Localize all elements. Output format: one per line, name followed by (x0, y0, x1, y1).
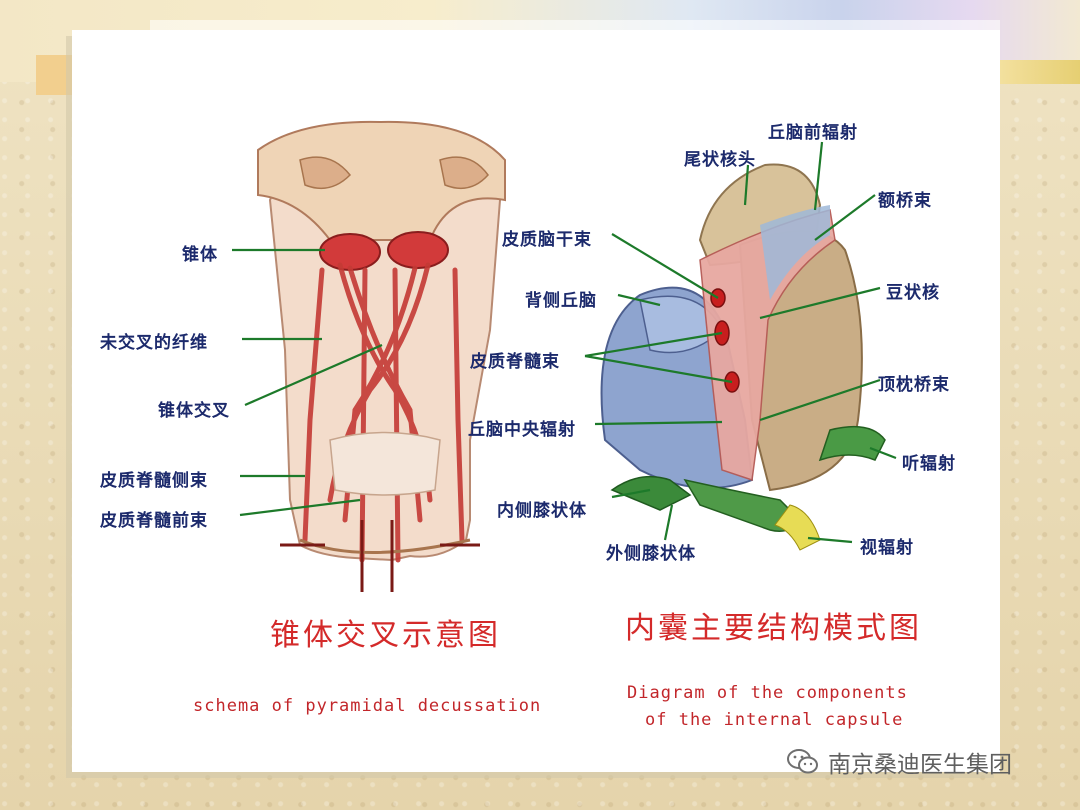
label-frontopontine-tract: 额桥束 (878, 186, 932, 211)
right-title-en-line1: Diagram of the components (627, 683, 908, 703)
label-auditory-radiation: 听辐射 (902, 449, 956, 474)
label-corticospinal-tract: 皮质脊髓束 (470, 347, 560, 372)
label-caudate-head: 尾状核头 (684, 145, 756, 170)
wechat-icon (786, 747, 820, 777)
label-lateral-corticospinal-tract: 皮质脊髓侧束 (100, 466, 208, 491)
label-uncrossed-fibers: 未交叉的纤维 (100, 328, 208, 353)
pyramidal-decussation-illustration (258, 122, 505, 592)
left-title-en: schema of pyramidal decussation (193, 696, 541, 716)
label-medial-geniculate-body: 内侧膝状体 (497, 496, 587, 521)
left-title-cn: 锥体交叉示意图 (270, 610, 501, 654)
label-optic-radiation: 视辐射 (860, 533, 914, 558)
label-parieto-occipito-pontine-tract: 顶枕桥束 (878, 370, 950, 395)
label-lentiform-nucleus: 豆状核 (886, 278, 940, 303)
label-central-thalamic-radiation: 丘脑中央辐射 (468, 415, 576, 440)
label-lateral-geniculate-body: 外侧膝状体 (606, 539, 696, 564)
label-anterior-thalamic-radiation: 丘脑前辐射 (768, 118, 858, 143)
label-pyramid: 锥体 (182, 240, 218, 265)
label-corticobulbar-tract: 皮质脑干束 (502, 225, 592, 250)
watermark-text: 南京桑迪医生集团 (828, 745, 1012, 779)
watermark: 南京桑迪医生集团 (786, 745, 1012, 779)
label-pyramidal-decussation: 锥体交叉 (158, 396, 230, 421)
right-title-en-line2: of the internal capsule (645, 710, 903, 730)
label-anterior-corticospinal-tract: 皮质脊髓前束 (100, 506, 208, 531)
label-dorsal-thalamus: 背侧丘脑 (525, 286, 597, 311)
right-title-cn: 内囊主要结构模式图 (625, 603, 922, 647)
